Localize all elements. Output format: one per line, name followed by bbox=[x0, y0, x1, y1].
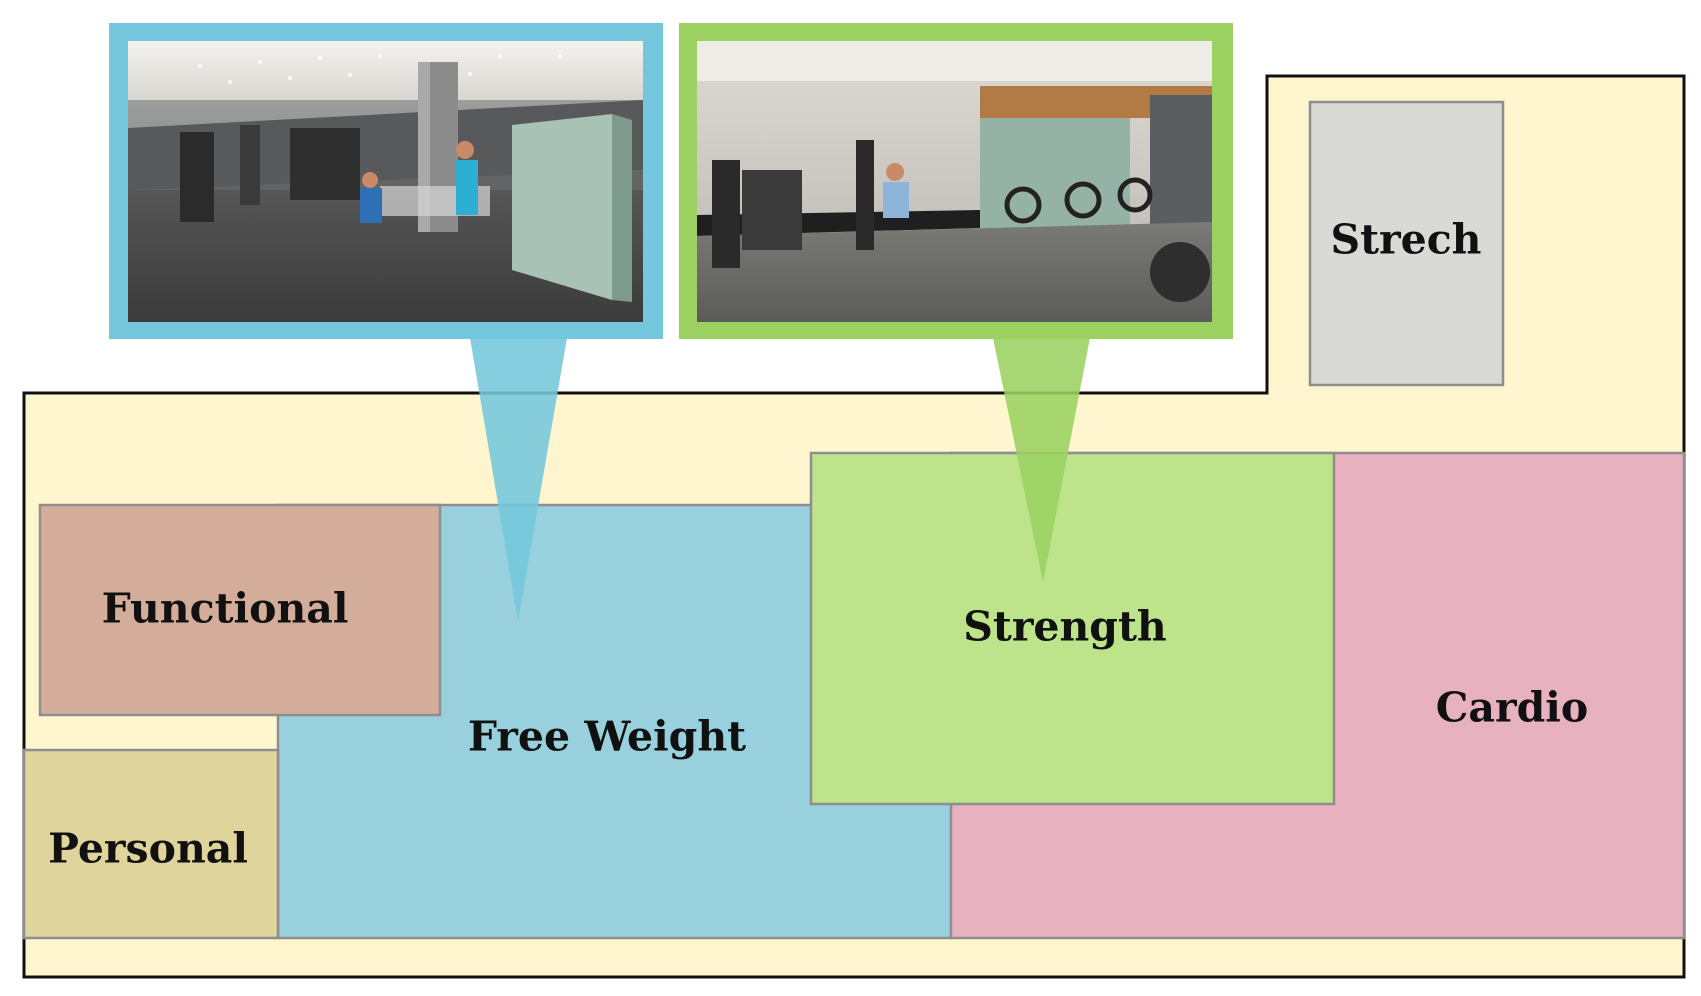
gym-photo-free-weight bbox=[128, 41, 643, 322]
zone-label-strength: Strength bbox=[963, 603, 1166, 651]
gym-photo-strength bbox=[697, 41, 1212, 322]
zone-strength bbox=[809, 451, 1336, 806]
zone-strech bbox=[1308, 100, 1505, 387]
callout-pointer-free-weight bbox=[470, 338, 567, 622]
zone-personal bbox=[22, 748, 280, 940]
zone-label-cardio: Cardio bbox=[1436, 684, 1588, 732]
callout-pointer-strength bbox=[993, 338, 1090, 582]
zone-label-functional: Functional bbox=[102, 585, 349, 633]
zone-label-personal: Personal bbox=[48, 825, 248, 873]
zone-label-strech: Strech bbox=[1330, 216, 1481, 264]
zone-label-free-weight: Free Weight bbox=[468, 713, 746, 761]
zone-functional bbox=[38, 503, 442, 717]
